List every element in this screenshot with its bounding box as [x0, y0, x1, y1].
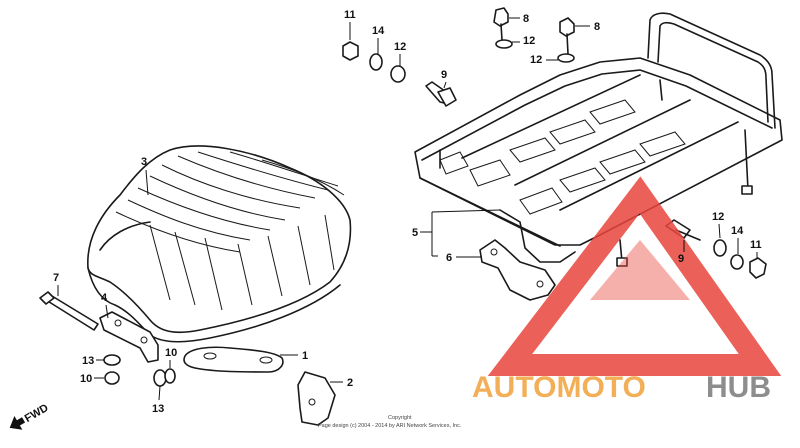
- svg-text:3: 3: [141, 156, 147, 168]
- svg-text:6: 6: [446, 252, 452, 264]
- top-hardware: [342, 7, 575, 107]
- copyright-line-2: Page design (c) 2004 - 2014 by ARI Netwo…: [318, 423, 462, 429]
- bolt-7: [39, 291, 99, 331]
- copyright-line-1: Copyright: [388, 415, 412, 421]
- svg-text:9: 9: [678, 253, 684, 265]
- svg-text:11: 11: [750, 239, 762, 251]
- svg-text:5: 5: [412, 227, 418, 239]
- svg-text:7: 7: [53, 272, 59, 284]
- left-hardware: [103, 354, 176, 387]
- fwd-arrow-icon: FWD: [9, 402, 51, 430]
- luggage-rack: [414, 12, 783, 267]
- svg-text:13: 13: [82, 355, 94, 367]
- callout-labels: 11 14 12 9 8 12 8 12 3 5 6 7 4 13 10: [53, 9, 762, 415]
- seat-bracket: [99, 311, 159, 363]
- watermark-logo: [487, 176, 782, 376]
- svg-text:1: 1: [302, 350, 308, 362]
- svg-text:10: 10: [80, 373, 92, 385]
- svg-text:2: 2: [347, 377, 353, 389]
- svg-text:4: 4: [101, 292, 108, 304]
- bracket-2: [297, 371, 336, 426]
- svg-text:12: 12: [530, 54, 542, 66]
- svg-text:14: 14: [372, 25, 385, 37]
- svg-text:FWD: FWD: [23, 402, 51, 425]
- svg-text:12: 12: [394, 41, 406, 53]
- svg-text:10: 10: [165, 347, 177, 359]
- seat: [87, 145, 352, 343]
- svg-text:12: 12: [523, 35, 535, 47]
- svg-text:9: 9: [441, 69, 447, 81]
- bracket-6: [479, 239, 556, 301]
- plate-1: [183, 346, 284, 373]
- svg-text:8: 8: [594, 21, 600, 33]
- svg-text:8: 8: [523, 13, 529, 25]
- svg-text:11: 11: [344, 9, 356, 21]
- svg-text:14: 14: [731, 225, 744, 237]
- svg-text:13: 13: [152, 403, 164, 415]
- watermark-text-hub: HUB: [706, 371, 771, 404]
- watermark-text-automoto: AUTOMOTO: [472, 371, 646, 404]
- svg-text:12: 12: [712, 211, 724, 223]
